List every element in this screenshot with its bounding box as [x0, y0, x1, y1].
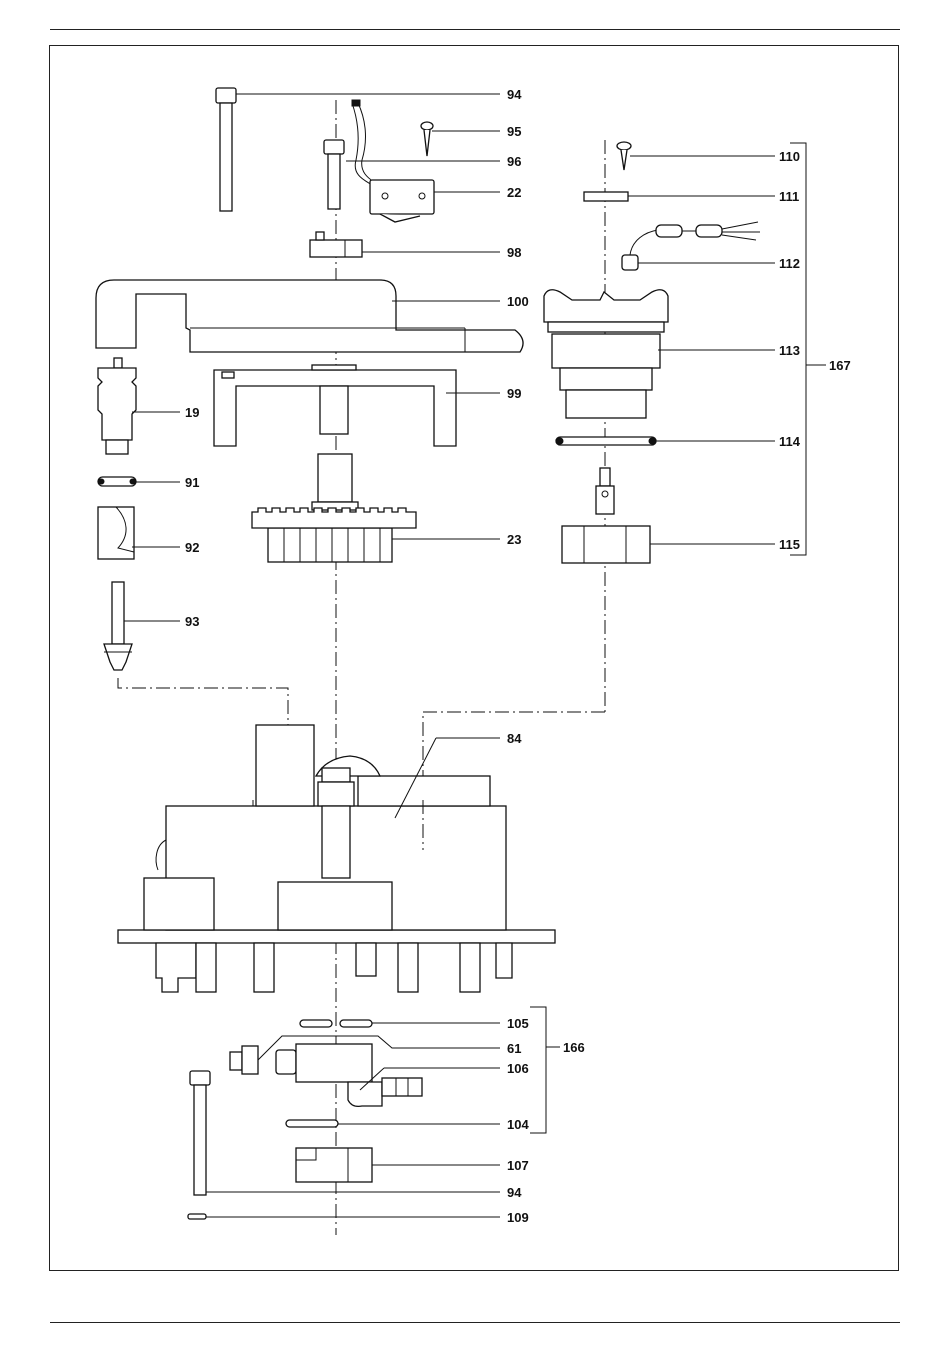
label-107: 107: [507, 1158, 529, 1173]
label-110: 110: [779, 149, 800, 164]
part-106-valve-housing: [276, 1044, 422, 1106]
part-113-heater-block: [544, 290, 668, 418]
label-166: 166: [563, 1040, 585, 1055]
part-19-sensor: [98, 358, 136, 454]
label-93: 93: [185, 614, 199, 629]
label-96: 96: [507, 154, 521, 169]
part-95-nail: [421, 122, 433, 156]
part-111-plate: [584, 192, 628, 201]
label-114: 114: [779, 434, 801, 449]
part-61-connector: [230, 1046, 258, 1074]
part-115-base-block: [562, 468, 650, 563]
label-112: 112: [779, 256, 800, 271]
label-61: 61: [507, 1041, 521, 1056]
label-91: 91: [185, 475, 199, 490]
part-93-valve-stem: [104, 582, 132, 670]
label-111: 111: [779, 189, 799, 204]
label-113: 113: [779, 343, 800, 358]
label-105: 105: [507, 1016, 529, 1031]
bracket-166: [530, 1007, 546, 1133]
label-104: 104: [507, 1117, 529, 1132]
label-94-bottom: 94: [507, 1185, 522, 1200]
label-92: 92: [185, 540, 199, 555]
part-94-pin-bottom: [190, 1071, 210, 1195]
part-110-nail: [617, 142, 631, 170]
label-94-top: 94: [507, 87, 522, 102]
part-99-frame: [214, 365, 456, 446]
part-96-pin: [324, 140, 344, 209]
label-84: 84: [507, 731, 522, 746]
label-167: 167: [829, 358, 851, 373]
part-23-gear: [252, 454, 416, 562]
label-22: 22: [507, 185, 521, 200]
label-100: 100: [507, 294, 529, 309]
part-109-pin: [188, 1214, 206, 1219]
part-92-cam: [98, 507, 134, 559]
label-19: 19: [185, 405, 199, 420]
part-114-oring: [556, 437, 656, 445]
label-109: 109: [507, 1210, 529, 1225]
label-99: 99: [507, 386, 521, 401]
part-104-oring: [286, 1120, 338, 1127]
part-100-lever: [96, 280, 523, 352]
part-94-pin-top: [216, 88, 236, 211]
part-98-bracket: [310, 232, 362, 257]
label-106: 106: [507, 1061, 529, 1076]
label-98: 98: [507, 245, 521, 260]
part-91-oring: [98, 477, 136, 486]
label-95: 95: [507, 124, 521, 139]
label-115: 115: [779, 537, 800, 552]
label-23: 23: [507, 532, 521, 547]
part-107-block: [296, 1148, 372, 1182]
